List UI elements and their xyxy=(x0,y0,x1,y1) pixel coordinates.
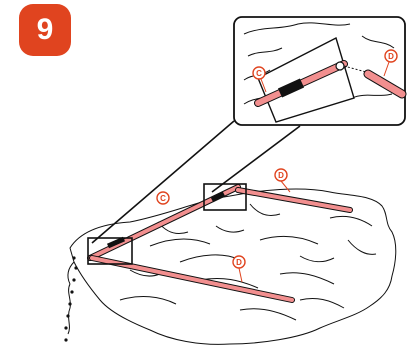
rod-c xyxy=(87,184,241,261)
ferrule-joint-icon xyxy=(210,191,226,203)
svg-text:D: D xyxy=(236,258,242,267)
ferrule-joint-icon xyxy=(277,78,305,98)
dotted-trail xyxy=(64,256,78,342)
inset-label-d: D xyxy=(388,52,394,61)
zoom-inset: C D xyxy=(233,16,407,126)
svg-text:C: C xyxy=(160,194,166,203)
callout-leader-right xyxy=(211,125,301,193)
label-c-main: C xyxy=(156,191,170,205)
inset-label-c: C xyxy=(256,69,262,78)
rod-d-bottom xyxy=(89,255,295,303)
rod-d-top xyxy=(235,187,353,213)
label-d-bottom: D xyxy=(232,255,246,283)
detail-marker-right xyxy=(203,183,247,211)
step-number-badge: 9 xyxy=(19,4,71,56)
callout-leader-left xyxy=(91,120,235,244)
svg-text:D: D xyxy=(278,171,284,180)
detail-marker-left xyxy=(87,237,133,265)
ground-terrain xyxy=(67,188,397,345)
label-d-top: D xyxy=(274,168,291,193)
ferrule-joint-icon xyxy=(106,236,126,249)
